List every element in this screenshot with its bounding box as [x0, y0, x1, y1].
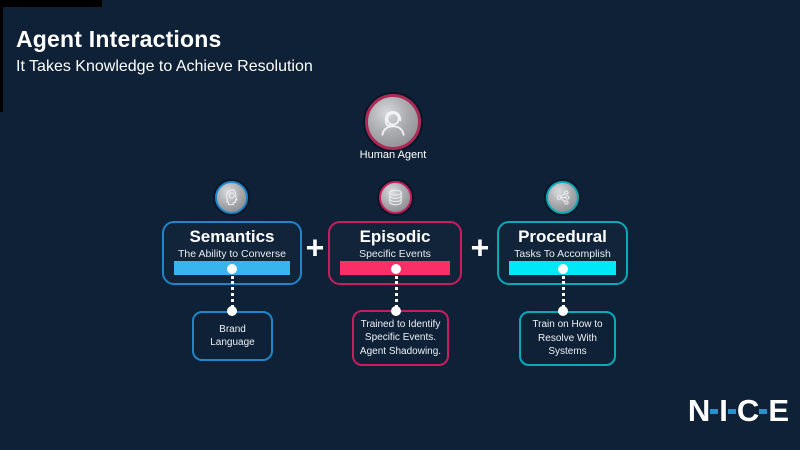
connector-dot: [227, 264, 237, 274]
nice-logo-dash: [710, 409, 719, 414]
head-brain-icon: [215, 181, 248, 214]
connector-dot: [558, 306, 568, 316]
nice-logo-dash: [727, 409, 736, 414]
semantics-note-box: Brand Language: [192, 311, 273, 361]
database-icon: [379, 181, 412, 214]
human-agent-label: Human Agent: [359, 149, 427, 161]
nice-logo-letter: N: [687, 393, 710, 428]
episodic-subtitle: Specific Events: [359, 247, 431, 260]
nice-logo: N I C E: [687, 393, 789, 428]
nice-logo-dash: [759, 409, 768, 414]
nice-logo-letter: C: [736, 393, 759, 428]
connector-dotted-line: [230, 276, 234, 308]
connector-dot: [227, 306, 237, 316]
page-subtitle: It Takes Knowledge to Achieve Resolution: [16, 58, 313, 75]
connector-dot: [391, 306, 401, 316]
connector-dotted-line: [561, 276, 565, 308]
connector-dot: [391, 264, 401, 274]
semantics-title: Semantics: [189, 227, 275, 246]
agent-headset-icon: [381, 110, 405, 136]
plus-separator: +: [470, 229, 490, 266]
episodic-title: Episodic: [359, 227, 431, 246]
plus-separator: +: [305, 229, 325, 266]
episodic-note-box: Trained to Identify Specific Events. Age…: [352, 310, 449, 366]
procedural-note-box: Train on How to Resolve With Systems: [519, 311, 616, 366]
procedural-title: Procedural: [518, 227, 607, 246]
nice-logo-letter: I: [719, 393, 728, 428]
share-network-icon: [546, 181, 579, 214]
semantics-subtitle: The Ability to Converse: [178, 247, 286, 260]
nice-logo-letter: E: [768, 393, 789, 428]
connector-dotted-line: [394, 276, 398, 308]
page-title: Agent Interactions: [16, 26, 222, 52]
procedural-subtitle: Tasks To Accomplish: [514, 247, 611, 260]
human-agent-avatar: [365, 94, 421, 150]
screenshot-edge-artifact-top: [0, 0, 102, 7]
screenshot-edge-artifact-left: [0, 0, 3, 112]
connector-dot: [558, 264, 568, 274]
